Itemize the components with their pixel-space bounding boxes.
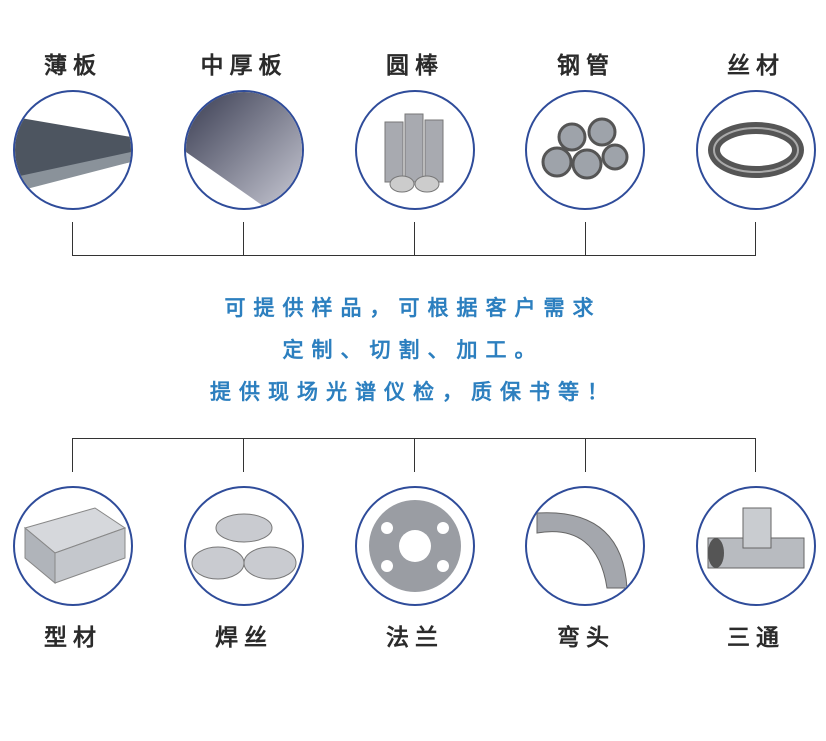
tee-image xyxy=(696,486,816,606)
connector-line xyxy=(755,222,756,256)
label-round-bar: 圆棒 xyxy=(386,53,444,79)
connector-line xyxy=(72,222,73,256)
connector-line xyxy=(755,438,756,472)
connector-line xyxy=(243,222,244,256)
label-welding-wire: 焊丝 xyxy=(215,625,273,651)
connector-line xyxy=(585,222,586,256)
elbow-image xyxy=(525,486,645,606)
label-steel-pipe: 钢管 xyxy=(557,53,615,79)
label-wire: 丝材 xyxy=(727,53,785,79)
connector-line xyxy=(585,438,586,472)
profile-image xyxy=(13,486,133,606)
message-line-2: 定制、切割、加工。 xyxy=(282,338,544,362)
connector-line xyxy=(72,438,73,472)
wire-image xyxy=(696,90,816,210)
connector-line xyxy=(414,222,415,256)
round-bar-image xyxy=(355,90,475,210)
thick-plate-image xyxy=(184,90,304,210)
label-tee: 三通 xyxy=(727,625,785,651)
connector-line xyxy=(72,255,756,256)
welding-wire-image xyxy=(184,486,304,606)
connector-line xyxy=(243,438,244,472)
connector-line xyxy=(414,438,415,472)
message-line-3: 提供现场光谱仪检，质保书等！ xyxy=(210,380,616,404)
label-elbow: 弯头 xyxy=(557,625,615,651)
message-line-1: 可提供样品，可根据客户需求 xyxy=(224,296,602,320)
label-profile: 型材 xyxy=(44,625,102,651)
thin-plate-image xyxy=(13,90,133,210)
steel-pipe-image xyxy=(525,90,645,210)
label-thin-plate: 薄板 xyxy=(44,53,102,79)
label-thick-plate: 中厚板 xyxy=(200,53,288,79)
label-flange: 法兰 xyxy=(386,625,444,651)
flange-image xyxy=(355,486,475,606)
